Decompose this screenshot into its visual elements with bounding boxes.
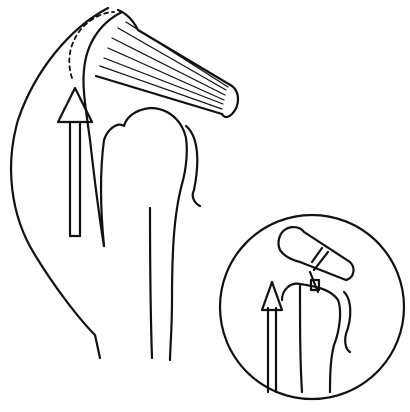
inset-detail	[220, 215, 404, 399]
outer-contour	[11, 8, 108, 358]
tendon-fan	[96, 10, 238, 117]
inset-tendon	[279, 227, 354, 280]
humerus-bone	[101, 108, 200, 360]
inset-bone	[282, 284, 340, 392]
upward-arrow-large	[58, 88, 92, 236]
upward-arrow-small	[262, 282, 282, 392]
inset-circle	[220, 215, 404, 399]
inner-contour	[83, 12, 122, 246]
